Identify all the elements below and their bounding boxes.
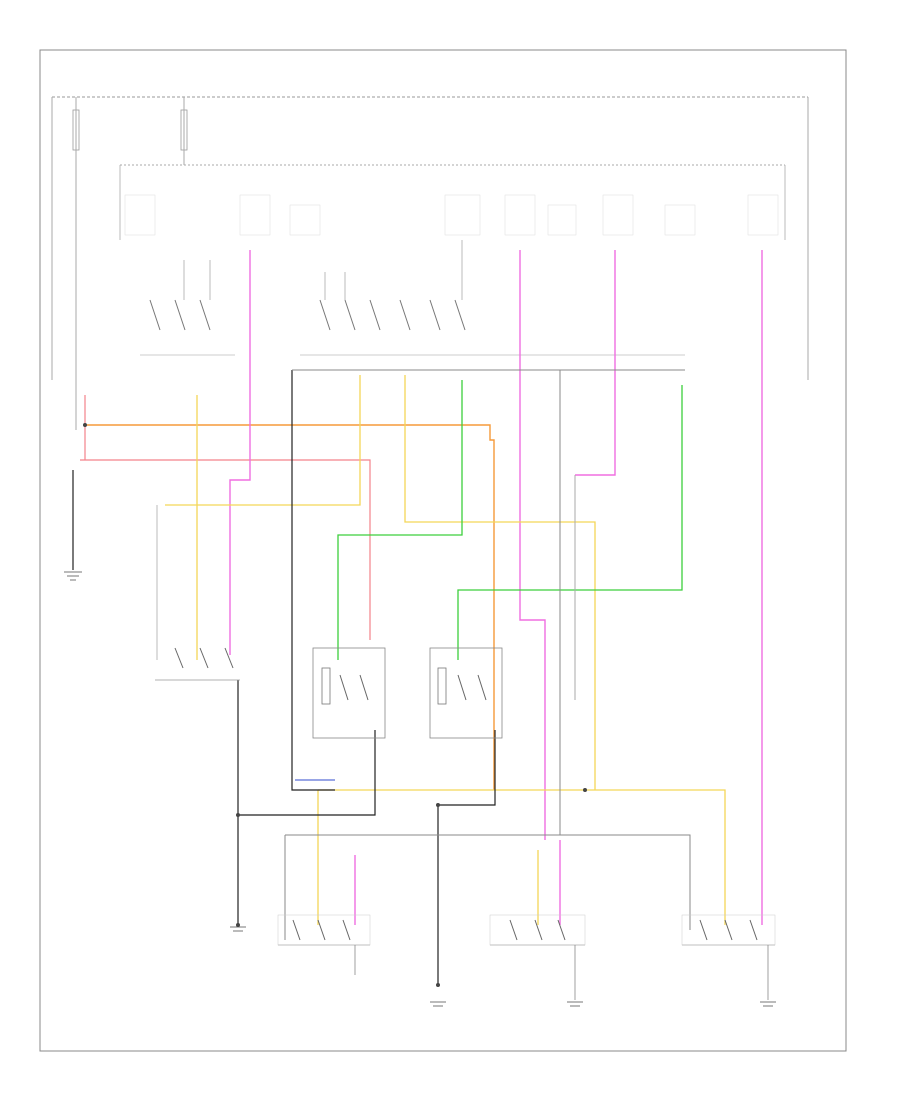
switch-contact-icon xyxy=(724,919,733,941)
switch-contact-icon xyxy=(149,299,161,331)
switch-contact-icon xyxy=(339,674,349,701)
window-motor-left xyxy=(312,647,386,739)
switch-contact-icon xyxy=(509,919,518,941)
window-motor-right xyxy=(429,647,503,739)
switch-contact-icon xyxy=(317,919,326,941)
master-switch-left xyxy=(140,260,235,356)
wire-yellow-2 xyxy=(165,375,361,506)
switch-body xyxy=(277,914,371,946)
door-switch-3 xyxy=(681,914,776,946)
ground-icon xyxy=(760,1001,776,1007)
ground-icon xyxy=(567,1001,583,1007)
wire-orange xyxy=(85,424,495,790)
switch-contact-icon xyxy=(429,299,441,331)
switch-contact-icon xyxy=(557,919,566,941)
connector-block xyxy=(444,194,481,236)
wire-green-1 xyxy=(337,380,463,660)
page-border xyxy=(39,49,847,1052)
splice-icon xyxy=(236,813,240,817)
switch-contact-icon xyxy=(199,299,211,331)
connector-labels xyxy=(124,194,779,236)
connector-block xyxy=(239,194,271,236)
wire-pink-3 xyxy=(575,250,616,476)
motor-housing xyxy=(312,647,386,739)
connector-block xyxy=(547,204,577,236)
switch-contact-icon xyxy=(199,647,209,669)
connector-block xyxy=(504,194,536,236)
switch-contact-icon xyxy=(292,919,301,941)
wire-red-pink xyxy=(80,459,371,640)
connector-block xyxy=(289,204,321,236)
switch-contact-icon xyxy=(399,299,411,331)
switch-contact-icon xyxy=(344,299,356,331)
splice-icon xyxy=(583,788,587,792)
master-switch-right xyxy=(300,240,685,356)
splice-icon xyxy=(436,983,440,987)
wire-black-4 xyxy=(437,730,496,985)
switch-contact-icon xyxy=(319,299,331,331)
switch-module-left-lower xyxy=(155,647,240,681)
splice-icon xyxy=(236,923,240,927)
ground-icon xyxy=(64,571,82,581)
connector-block xyxy=(602,194,634,236)
switch-contact-icon xyxy=(359,674,369,701)
switch-body xyxy=(489,914,586,946)
wire-green-2 xyxy=(457,385,683,660)
wire-black-2 xyxy=(291,370,335,791)
splice-icon xyxy=(83,423,87,427)
door-switch-1 xyxy=(277,914,371,946)
wire-black-3 xyxy=(237,680,376,816)
switch-contact-icon xyxy=(224,647,234,669)
motor-icon xyxy=(321,667,331,705)
wire-pink-1 xyxy=(229,250,251,655)
fuse-center xyxy=(180,97,188,165)
wire-yellow-4 xyxy=(318,789,726,925)
wire-gray-4 xyxy=(285,834,691,930)
switch-contact-icon xyxy=(457,674,467,701)
switch-contact-icon xyxy=(749,919,758,941)
switch-contact-icon xyxy=(174,299,186,331)
motor-icon xyxy=(437,667,447,705)
ground-icon xyxy=(430,1001,446,1007)
switch-contact-icon xyxy=(174,647,184,669)
fuse-left xyxy=(72,97,80,430)
connector-block xyxy=(747,194,779,236)
connector-block xyxy=(664,204,696,236)
splice-icon xyxy=(436,803,440,807)
connector-block xyxy=(124,194,156,236)
switch-contact-icon xyxy=(699,919,708,941)
switch-contact-icon xyxy=(369,299,381,331)
wire-pink-2 xyxy=(519,250,546,840)
switch-contact-icon xyxy=(454,299,466,331)
motor-housing xyxy=(429,647,503,739)
ground-icon xyxy=(230,926,246,932)
switch-body xyxy=(681,914,776,946)
door-switch-2 xyxy=(489,914,586,946)
switch-contact-icon xyxy=(534,919,543,941)
switch-contact-icon xyxy=(477,674,487,701)
switch-contact-icon xyxy=(342,919,351,941)
wire-yellow-3 xyxy=(404,375,596,790)
